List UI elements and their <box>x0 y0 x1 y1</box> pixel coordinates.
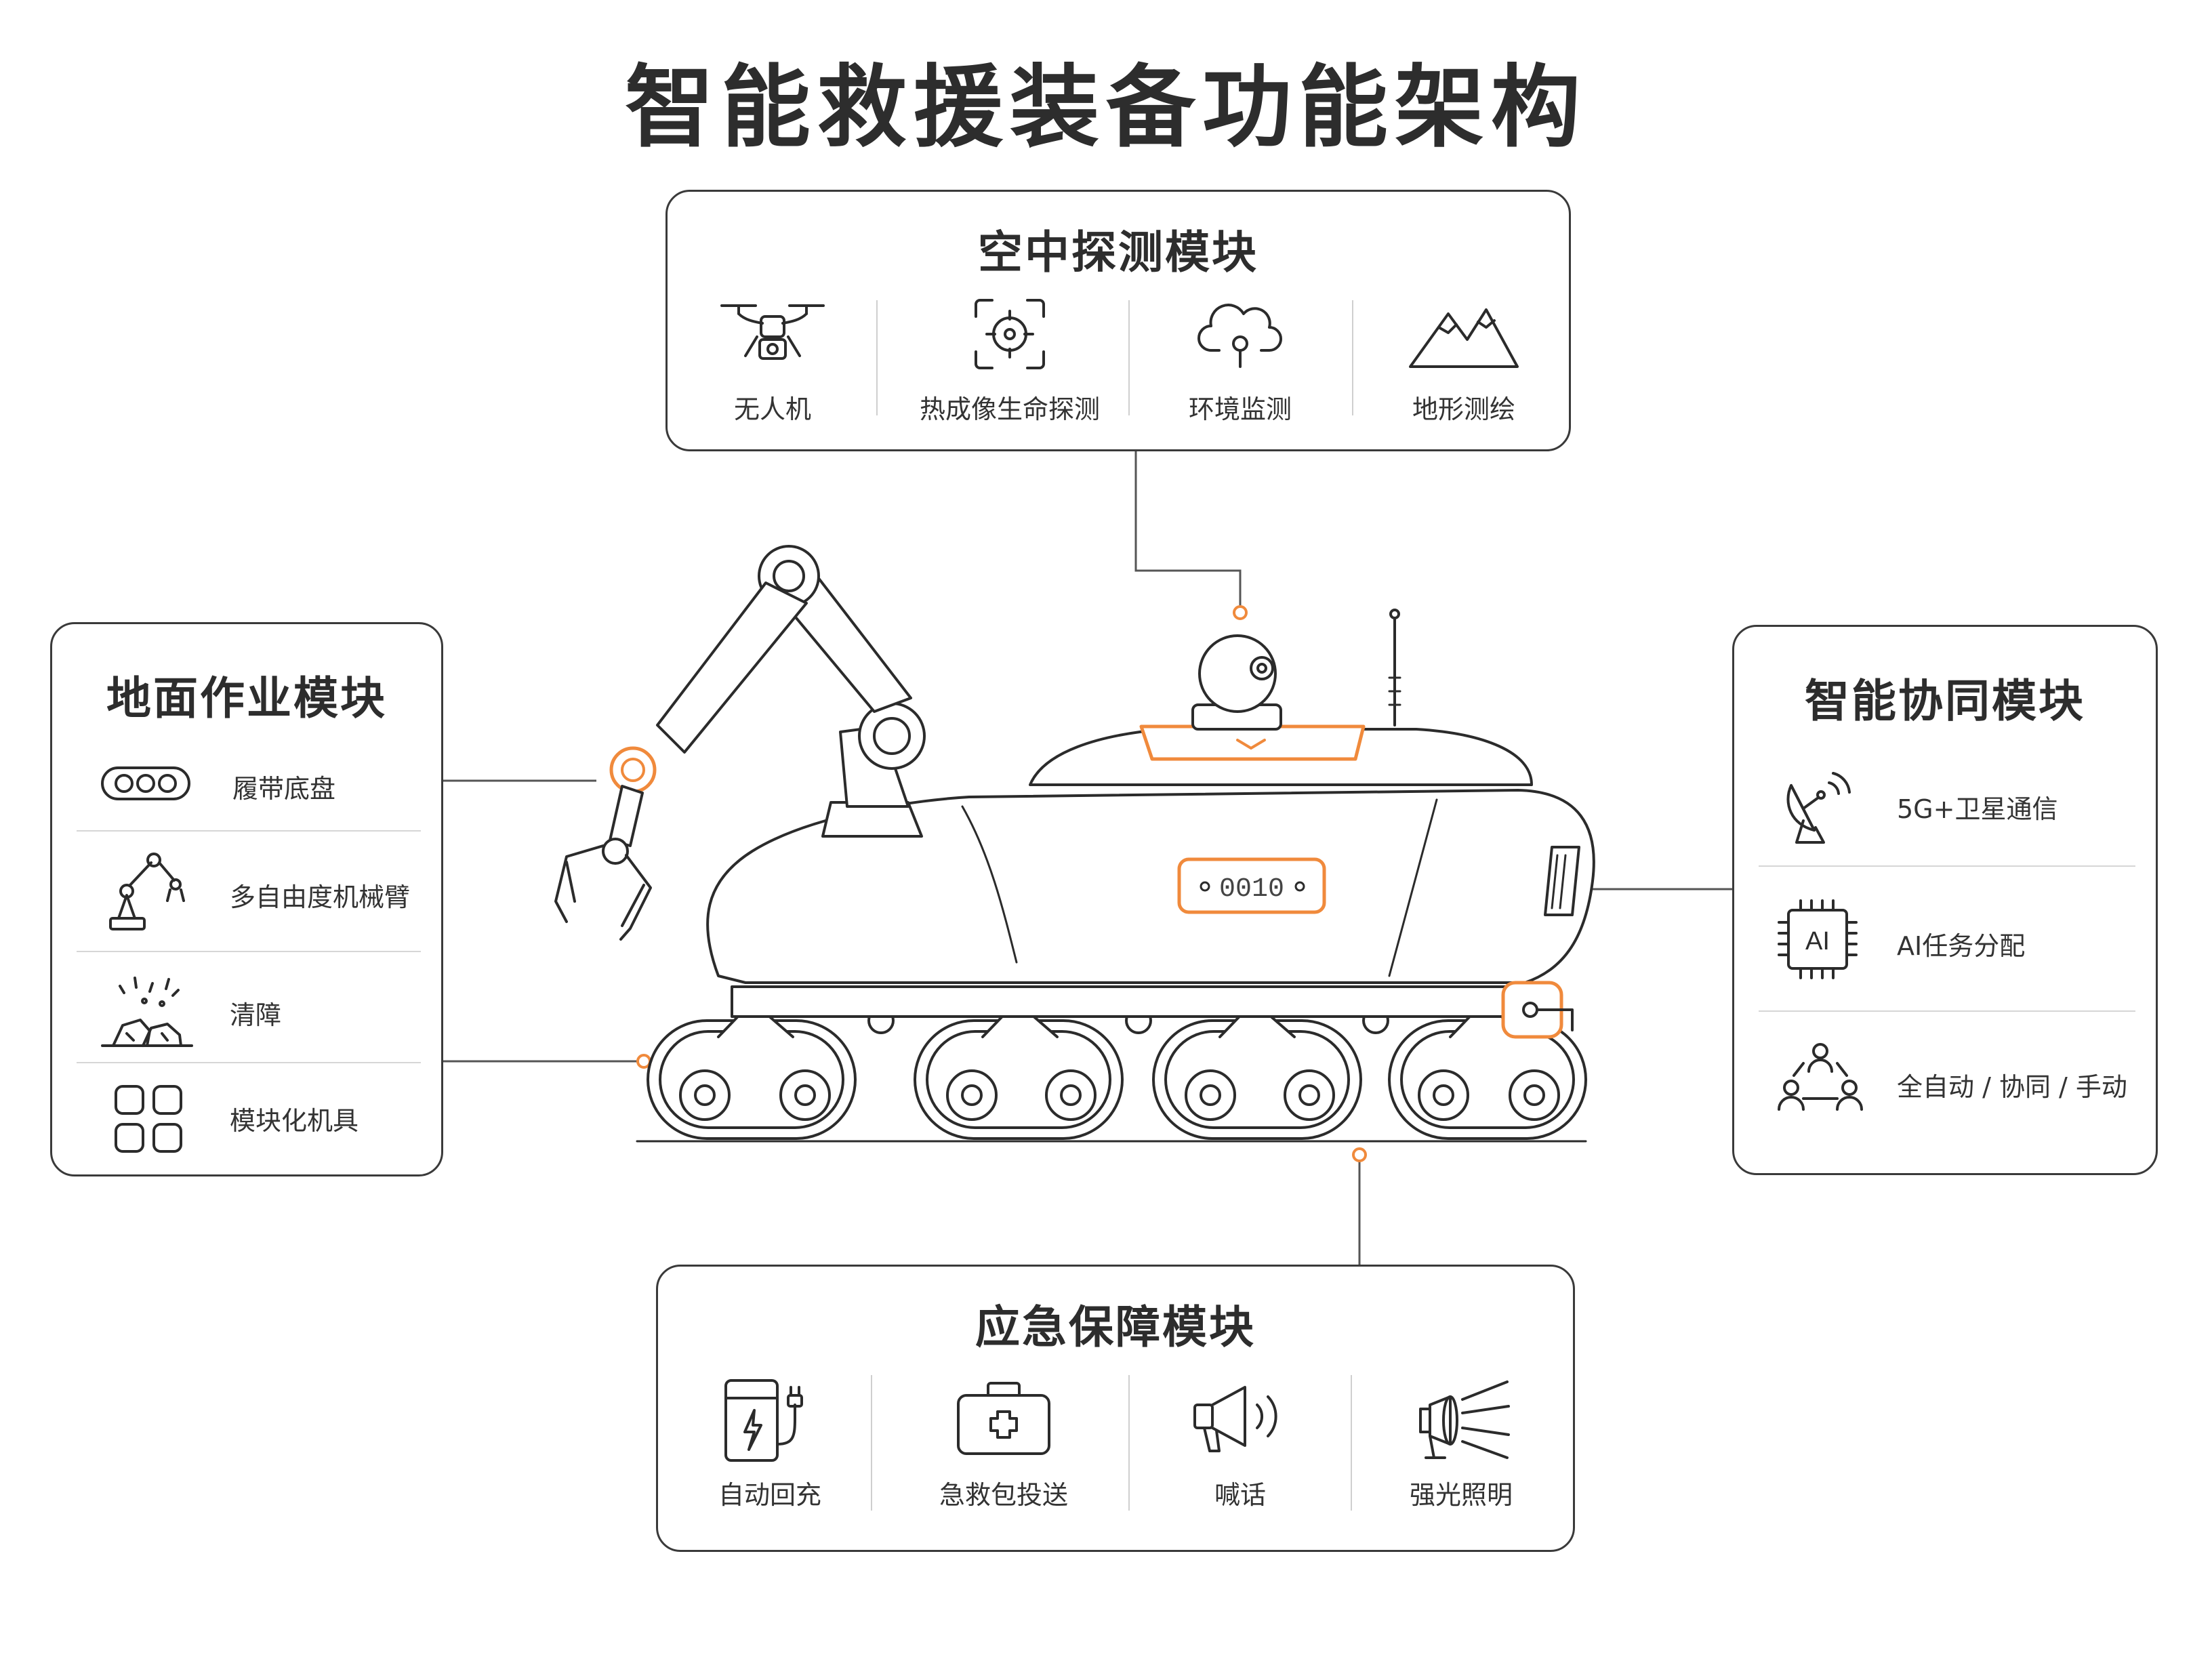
divider <box>1759 1010 2135 1012</box>
emergency-item-label: 急救包投送 <box>939 1480 1068 1510</box>
drone-icon <box>715 293 830 375</box>
gripper-left-claw <box>554 844 605 923</box>
air-item-thermal: 热成像生命探测 <box>898 192 1122 449</box>
air-module-title: 空中探测模块 <box>978 226 1258 279</box>
divider <box>876 300 878 415</box>
robot-arm-icon <box>104 848 192 936</box>
cloud-sensor-icon <box>1196 293 1284 375</box>
ground-item-label: 模块化机具 <box>230 1106 359 1136</box>
divider <box>1759 865 2135 867</box>
divider <box>77 1062 421 1063</box>
emergency-module-title: 应急保障模块 <box>975 1301 1256 1353</box>
first-aid-kit-icon <box>953 1378 1054 1459</box>
mountain-icon <box>1406 293 1521 375</box>
air-item-label: 无人机 <box>733 394 811 424</box>
ground-item-label: 履带底盘 <box>232 774 336 804</box>
top-accent-panel <box>1139 724 1366 761</box>
divider <box>871 1375 872 1511</box>
air-item-label: 热成像生命探测 <box>919 394 1100 424</box>
coop-module-panel: 智能协同模块 5G+卫星通信 AI AI任务分配 全 <box>1732 625 2158 1175</box>
thermal-target-icon <box>969 293 1050 375</box>
status-display-text: 0010 <box>1219 874 1284 905</box>
ground-item-label: 多自由度机械臂 <box>230 882 411 912</box>
satellite-dish-icon <box>1776 762 1864 851</box>
air-item-environment: 环境监测 <box>1142 192 1338 449</box>
coop-item-label: 全自动 / 协同 / 手动 <box>1897 1072 2127 1102</box>
ground-module-panel: 地面作业模块 履带底盘 多自由度机械臂 <box>50 622 443 1176</box>
air-item-label: 地形测绘 <box>1412 394 1515 424</box>
emergency-item-firstaid: 急救包投送 <box>888 1267 1119 1550</box>
emergency-item-charge: 自动回充 <box>678 1267 861 1550</box>
emergency-item-label: 强光照明 <box>1409 1480 1513 1510</box>
ai-chip-icon: AI <box>1774 895 1862 983</box>
air-item-terrain: 地形测绘 <box>1366 192 1562 449</box>
track-units <box>647 1000 1587 1140</box>
modules-grid-icon <box>112 1082 186 1157</box>
arm-forearm <box>656 581 808 754</box>
emergency-item-megaphone: 喊话 <box>1142 1267 1338 1550</box>
track-chassis-icon <box>98 760 193 807</box>
coop-item-label: 5G+卫星通信 <box>1897 794 2058 824</box>
emergency-item-spotlight: 强光照明 <box>1363 1267 1559 1550</box>
divider <box>1128 1375 1130 1511</box>
battery-charge-icon <box>719 1371 821 1466</box>
ai-chip-text: AI <box>1805 927 1830 956</box>
camera-dome <box>1198 634 1277 713</box>
coop-item-label: AI任务分配 <box>1897 931 2026 961</box>
divider <box>1352 300 1353 415</box>
chassis-rail <box>731 985 1553 1018</box>
emergency-item-label: 自动回充 <box>718 1480 821 1510</box>
divider <box>1128 300 1130 415</box>
spotlight-icon <box>1407 1371 1515 1466</box>
coop-module-title: 智能协同模块 <box>1805 675 2085 727</box>
status-display <box>1177 857 1326 914</box>
ground-module-title: 地面作业模块 <box>106 672 387 724</box>
air-module-panel: 空中探测模块 无人机 热成像生命探测 <box>665 190 1571 451</box>
divider <box>77 830 421 832</box>
divider <box>1351 1375 1352 1511</box>
page-title: 智能救援装备功能架构 <box>625 56 1587 160</box>
robot-body <box>706 789 1595 984</box>
divider <box>77 951 421 952</box>
air-item-drone: 无人机 <box>695 192 851 449</box>
emergency-item-label: 喊话 <box>1214 1480 1266 1510</box>
debris-icon <box>100 970 194 1051</box>
team-network-icon <box>1776 1036 1864 1118</box>
ground-item-label: 清障 <box>230 1000 282 1030</box>
megaphone-icon <box>1189 1378 1291 1459</box>
air-item-label: 环境监测 <box>1188 394 1292 424</box>
gripper-right-claw <box>619 854 652 941</box>
emergency-module-panel: 应急保障模块 自动回充 急救包投送 <box>656 1265 1575 1552</box>
